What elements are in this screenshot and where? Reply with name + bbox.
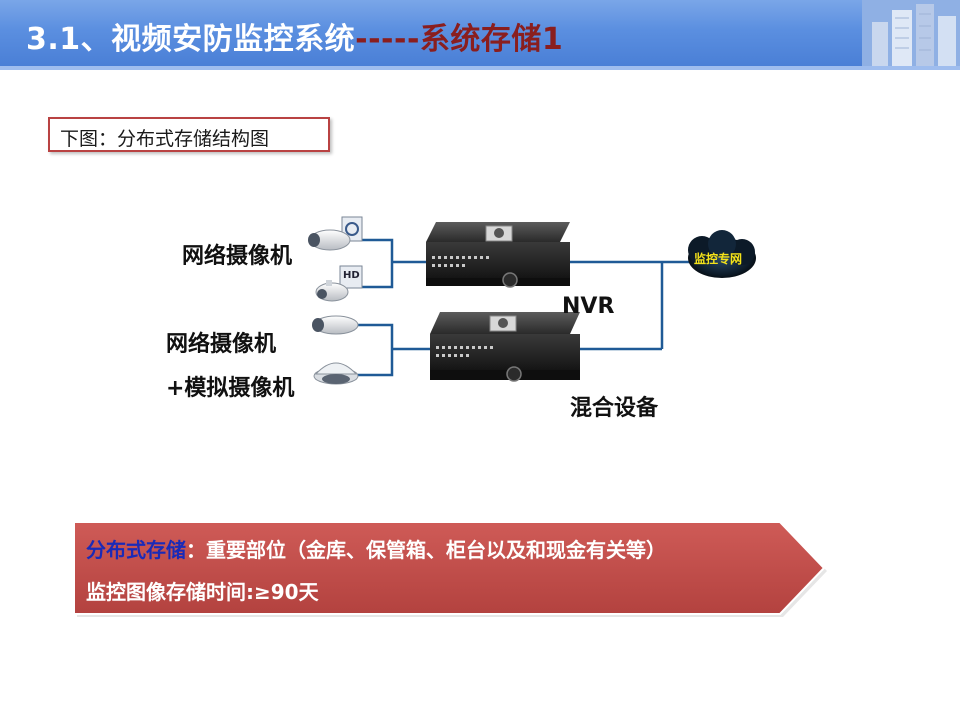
hd-badge: HD <box>343 270 360 281</box>
hybrid-device <box>430 312 580 382</box>
banner-line-1: 分布式存储：重要部位（金库、保管箱、柜台以及和现金有关等） <box>86 534 666 563</box>
label-ip-camera-top: 网络摄像机 <box>182 244 293 269</box>
network-cloud <box>688 230 756 278</box>
slide-title: 3.1、视频安防监控系统-----系统存储1 <box>26 14 564 57</box>
banner-line-2: 监控图像存储时间:≥90天 <box>86 580 319 604</box>
label-hybrid-device: 混合设备 <box>570 396 659 421</box>
title-dashes: ----- <box>355 22 420 57</box>
label-analog-camera: +模拟摄像机 <box>166 376 295 401</box>
ip-camera-bullet-2 <box>312 315 359 335</box>
connector-cameras-nvr <box>355 238 428 289</box>
connector-devices-network <box>568 260 690 351</box>
header-strip <box>0 66 960 70</box>
header-bar <box>0 0 960 66</box>
label-nvr: NVR <box>562 294 615 319</box>
banner-line1-text: ：重要部位（金库、保管箱、柜台以及和现金有关等） <box>186 538 666 562</box>
label-network: 监控专网 <box>694 252 743 266</box>
analog-camera-dome <box>313 362 359 385</box>
nvr-device <box>426 222 570 288</box>
ip-camera-dome-1 <box>315 265 363 302</box>
caption-text: 下图：分布式存储结构图 <box>60 128 270 150</box>
connector-cameras-hybrid <box>357 323 430 377</box>
title-main: 3.1、视频安防监控系统 <box>26 22 356 57</box>
label-ip-camera-mid: 网络摄像机 <box>166 332 277 357</box>
info-banner <box>73 521 827 617</box>
buildings-image <box>862 0 960 66</box>
banner-highlight: 分布式存储 <box>86 538 186 562</box>
caption-box: 下图：分布式存储结构图 <box>48 117 330 152</box>
ip-camera-bullet-1 <box>308 216 363 251</box>
title-sub: 系统存储1 <box>419 22 564 57</box>
